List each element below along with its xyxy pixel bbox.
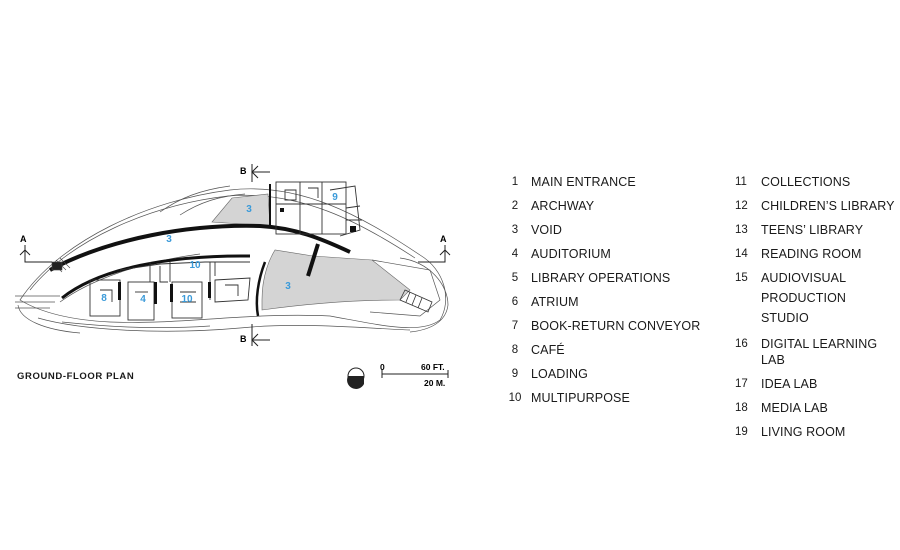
north-arrow-icon xyxy=(347,367,365,389)
legend-item: 1 MAIN ENTRANCE xyxy=(505,174,725,190)
section-marker-a-left xyxy=(19,245,52,263)
legend-item: 9 LOADING xyxy=(505,366,725,382)
legend-label: MAIN ENTRANCE xyxy=(531,175,636,189)
legend-label: MEDIA LAB xyxy=(761,401,828,415)
legend-label: CAFÉ xyxy=(531,343,565,357)
scale-zero-label: 0 xyxy=(380,362,385,372)
legend-number: 19 xyxy=(735,426,748,438)
legend-label: DIGITAL LEARNING LAB xyxy=(761,337,878,367)
room-tag: 3 xyxy=(166,234,172,245)
legend-number: 12 xyxy=(735,200,748,212)
legend-label: ATRIUM xyxy=(531,295,579,309)
legend-number: 4 xyxy=(511,248,519,260)
legend-item: 15 AUDIOVISUAL PRODUCTION STUDIO xyxy=(735,270,900,328)
legend-item: 10 MULTIPURPOSE xyxy=(505,390,725,406)
legend-number: 18 xyxy=(735,402,748,414)
section-marker-b-bottom xyxy=(251,324,270,347)
legend-label: VOID xyxy=(531,223,562,237)
legend-column-2: 11 COLLECTIONS 12 CHILDREN’S LIBRARY 13 TEENS… xyxy=(735,174,900,448)
legend-item: 19 LIVING ROOM xyxy=(735,424,900,440)
legend-number: 10 xyxy=(508,392,522,404)
legend-item: 18 MEDIA LAB xyxy=(735,400,900,416)
legend-number: 11 xyxy=(735,176,747,188)
legend-label: IDEA LAB xyxy=(761,377,818,391)
room-tag: 10 xyxy=(181,294,193,305)
scale-meters-label: 20 M. xyxy=(424,378,445,388)
archway-walls xyxy=(49,184,351,317)
plan-title: GROUND-FLOOR PLAN xyxy=(17,371,135,382)
scale-feet-label: 60 FT. xyxy=(421,362,445,372)
legend-number: 9 xyxy=(511,368,519,380)
ground-floor-plan-drawing: A A B B 3 9 3 10 3 8 4 10 0 60 FT. 20 M. xyxy=(15,164,451,389)
legend-item: 2 ARCHWAY xyxy=(505,198,725,214)
legend-item: 11 COLLECTIONS xyxy=(735,174,900,190)
legend-label: MULTIPURPOSE xyxy=(531,391,630,405)
room-tag: 3 xyxy=(285,281,291,292)
legend-label: LOADING xyxy=(531,367,588,381)
section-marker-a-right xyxy=(418,245,451,263)
legend-item: 4 AUDITORIUM xyxy=(505,246,725,262)
legend-label: LIVING ROOM xyxy=(761,425,846,439)
legend-label: ARCHWAY xyxy=(531,199,595,213)
legend-item: 17 IDEA LAB xyxy=(735,376,900,392)
legend-label: TEENS’ LIBRARY xyxy=(761,223,864,237)
legend-number: 14 xyxy=(735,248,748,260)
legend-label: READING ROOM xyxy=(761,247,862,261)
section-label-a-left: A xyxy=(20,234,27,244)
room-tag: 9 xyxy=(332,192,338,203)
legend-number: 6 xyxy=(511,296,519,308)
legend-number: 3 xyxy=(511,224,519,236)
void-areas xyxy=(211,193,411,311)
legend-number: 8 xyxy=(511,344,519,356)
room-tag: 3 xyxy=(246,204,252,215)
legend-label: BOOK-RETURN CONVEYOR xyxy=(531,319,701,333)
room-number-tags: 3 9 3 10 3 8 4 10 xyxy=(101,192,338,305)
legend-item: 13 TEENS’ LIBRARY xyxy=(735,222,900,238)
site-outline xyxy=(15,185,449,334)
legend-number: 2 xyxy=(511,200,519,212)
legend-number: 13 xyxy=(735,224,748,236)
legend-item: 14 READING ROOM xyxy=(735,246,900,262)
section-label-b-top: B xyxy=(240,166,247,176)
section-marker-b-top xyxy=(251,164,270,182)
legend-item: 8 CAFÉ xyxy=(505,342,725,358)
legend-label: LIBRARY OPERATIONS xyxy=(531,271,671,285)
legend-item: 12 CHILDREN’S LIBRARY xyxy=(735,198,900,214)
legend-item: 6 ATRIUM xyxy=(505,294,725,310)
legend-label: AUDIOVISUAL PRODUCTION STUDIO xyxy=(761,268,891,328)
entrance-steps xyxy=(51,257,71,273)
room-tag: 8 xyxy=(101,293,107,304)
section-label-a-right: A xyxy=(440,234,447,244)
room-tag: 4 xyxy=(140,294,146,305)
scale-bar xyxy=(381,370,449,378)
legend-item: 5 LIBRARY OPERATIONS xyxy=(505,270,725,286)
room-tag: 10 xyxy=(189,260,201,271)
legend-item: 7 BOOK-RETURN CONVEYOR xyxy=(505,318,725,334)
legend-number: 16 xyxy=(735,338,748,350)
legend-label: CHILDREN’S LIBRARY xyxy=(761,199,895,213)
legend-number: 5 xyxy=(511,272,519,284)
structural-columns xyxy=(118,208,356,304)
legend-number: 7 xyxy=(511,320,519,332)
legend-item: 3 VOID xyxy=(505,222,725,238)
legend-number: 1 xyxy=(511,176,519,188)
legend-label: COLLECTIONS xyxy=(761,175,851,189)
stair-element xyxy=(399,289,433,313)
legend-number: 17 xyxy=(735,378,748,390)
legend-label: AUDITORIUM xyxy=(531,247,611,261)
legend-label-line-1: AUDIOVISUAL xyxy=(761,271,847,285)
legend-item: 16 DIGITAL LEARNING LAB xyxy=(735,336,900,368)
legend-number: 15 xyxy=(735,272,748,284)
section-label-b-bottom: B xyxy=(240,334,247,344)
legend-label-line-2: PRODUCTION STUDIO xyxy=(761,291,847,325)
